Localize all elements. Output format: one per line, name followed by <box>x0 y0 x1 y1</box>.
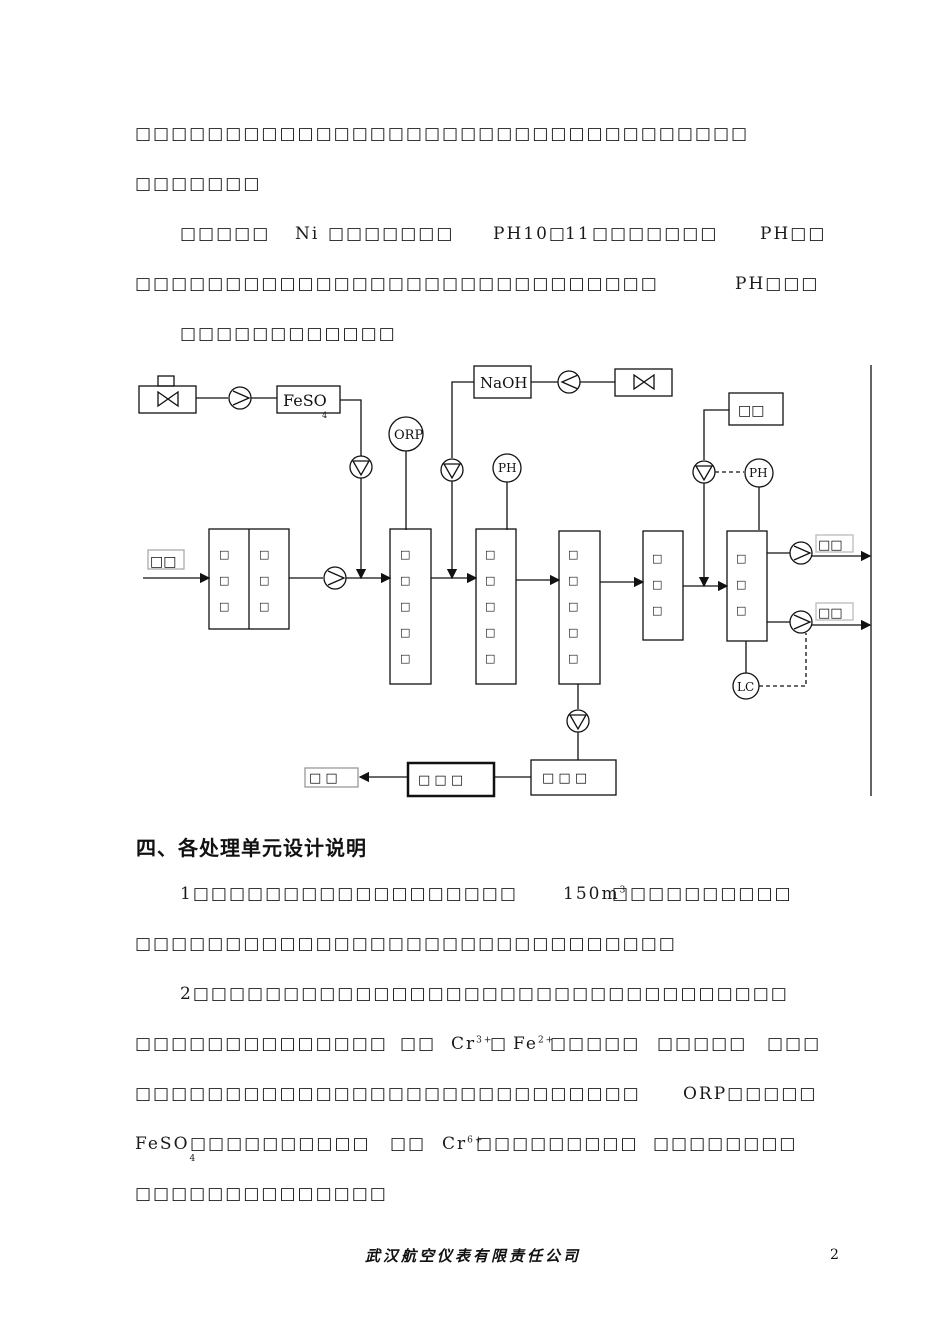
naoh-label: NaOH <box>480 374 527 392</box>
body-text-fragment: □□□□□ <box>180 224 271 244</box>
tank-label-char: □ <box>736 578 746 591</box>
tank-label-char: □ <box>400 652 410 665</box>
neutralization-tank <box>475 528 517 685</box>
body-text-fragment: □□□□□□□□ <box>653 1134 798 1154</box>
tank-label-char: □ <box>259 600 269 613</box>
sedimentation-tank <box>558 530 601 685</box>
tank-label-char: □ <box>568 626 578 639</box>
outlet-label-box <box>815 534 854 553</box>
tank-label-char: □ <box>568 548 578 561</box>
tank-label-char: □ <box>400 574 410 587</box>
tank-label-char: □ <box>568 574 578 587</box>
body-text-fragment: □□□□□□□ <box>592 224 719 244</box>
mixer-valve-icon <box>157 390 179 408</box>
ph-label: PH <box>498 461 517 475</box>
tank-label-char: □ <box>400 600 410 613</box>
acid-tank <box>728 392 784 426</box>
section-heading: 四、各处理单元设计说明 <box>136 836 367 860</box>
tank-label-char: □ <box>219 600 229 613</box>
tank-label-char: □ <box>652 552 662 565</box>
discharge-tank <box>726 530 768 642</box>
footer-company-name: 武汉航空仪表有限责任公司 <box>365 1247 582 1265</box>
tank-label-char: □ <box>568 600 578 613</box>
cr6-ion: Cr6+ <box>442 1134 485 1154</box>
sludge-tank-label: □ □ □ <box>542 771 587 786</box>
tank-label-char: □ <box>485 600 495 613</box>
mixer-valve-icon <box>633 373 655 391</box>
tank-label-char: □ <box>400 626 410 639</box>
ph-label: PH□□ <box>760 224 827 244</box>
body-text-fragment: □□□ <box>767 1034 822 1054</box>
inlet-label-box <box>147 549 185 570</box>
tank-label-char: □ <box>485 652 495 665</box>
ph-label: PH <box>749 466 768 480</box>
cr3-ion: Cr3+ <box>451 1034 494 1054</box>
filter-press <box>406 761 496 798</box>
tank-label-char: □ <box>736 604 746 617</box>
filter-press-label: □ □ □ <box>418 773 463 788</box>
sludge-outlet-label: □ □ <box>309 771 338 786</box>
tank-label-char: □ <box>219 574 229 587</box>
ph-range-upper: 11 <box>565 224 591 244</box>
outlet-label-box <box>815 602 854 621</box>
lc-label: LC <box>737 680 754 694</box>
tank-label-char: □ <box>736 552 746 565</box>
outlet-label: □□ <box>818 606 843 621</box>
tank-label-char: □ <box>259 548 269 561</box>
reduction-tank <box>389 528 432 685</box>
body-text-fragment: □□□□□□□□□□□□□□ <box>135 1034 388 1054</box>
feso4-text: FeSO4 <box>135 1134 198 1165</box>
outlet-label: □□ <box>818 538 843 553</box>
body-text-line: □□□□□□□□□□□□□□□□□□□□□□□□□□□□□ <box>135 274 659 294</box>
process-flow-diagram: FeSO 4 NaOH ORP PH PH LC □□ □□ □□ □□ □ □… <box>138 365 872 798</box>
acid-label: □□ <box>738 403 764 419</box>
volume-value: 150m3 <box>563 884 628 904</box>
tank-label-char: □ <box>568 652 578 665</box>
filter-tank <box>642 530 684 641</box>
outlet-pump-icon <box>789 610 813 634</box>
fe2-ion: Fe2+ <box>513 1034 556 1054</box>
inlet-label: □□ <box>150 554 176 570</box>
tank-label-char: □ <box>485 626 495 639</box>
tank-label-char: □ <box>485 548 495 561</box>
sludge-outlet-label-box <box>304 767 359 788</box>
body-text-fragment: □□□□□□□□□□ <box>612 884 793 904</box>
feso4-subscript: 4 <box>322 411 327 420</box>
body-text-fragment: □□ <box>390 1134 427 1154</box>
body-text-line: □□□□□□□□□□□□□□ <box>135 1184 388 1204</box>
tank-label-char: □ <box>219 548 229 561</box>
orp-label: ORP <box>394 428 423 443</box>
body-text-fragment: □□□□□ <box>550 1034 641 1054</box>
ni-label: Ni <box>295 224 320 244</box>
page-number: 2 <box>830 1247 839 1263</box>
body-text-fragment: □□□□□□□□□□□□□□□□□□□□□□□□□□□□ <box>135 1084 641 1104</box>
orp-text: ORP□□□□□ <box>683 1084 818 1104</box>
tank-motor <box>157 375 175 387</box>
tank-label-char: □ <box>652 578 662 591</box>
ph-label: PH□□□ <box>735 274 820 294</box>
tank-label-char: □ <box>259 574 269 587</box>
body-text-line: 2□□□□□□□□□□□□□□□□□□□□□□□□□□□□□□□□□ <box>180 984 789 1004</box>
body-text-fragment: □□□□□□□□□ <box>476 1134 639 1154</box>
body-text-fragment: □□□□□□□□□□ <box>190 1134 371 1154</box>
tank-label-char: □ <box>400 548 410 561</box>
tank-label-char: □ <box>652 604 662 617</box>
body-text-line: □□□□□□□□□□□□ <box>180 324 397 344</box>
body-text-fragment: □□□□□□□ <box>328 224 455 244</box>
naoh-dosing-tank <box>614 368 673 397</box>
body-text-fragment: □□□□□ <box>657 1034 748 1054</box>
feso4-label: FeSO <box>283 391 327 410</box>
body-text-line: □□□□□□□□□□□□□□□□□□□□□□□□□□□□□□□□□□ <box>135 124 750 144</box>
body-text-line: □□□□□□□□□□□□□□□□□□□□□□□□□□□□□□ <box>135 934 677 954</box>
body-text-fragment: □□ <box>400 1034 437 1054</box>
body-text-fragment: 1□□□□□□□□□□□□□□□□□□ <box>180 884 518 904</box>
body-text-line: □□□□□□□ <box>135 174 262 194</box>
ph-range-label: PH10□ <box>493 224 567 244</box>
tank-label-char: □ <box>485 574 495 587</box>
outlet-pump-icon <box>789 541 813 565</box>
body-text-fragment: □ <box>490 1034 509 1054</box>
